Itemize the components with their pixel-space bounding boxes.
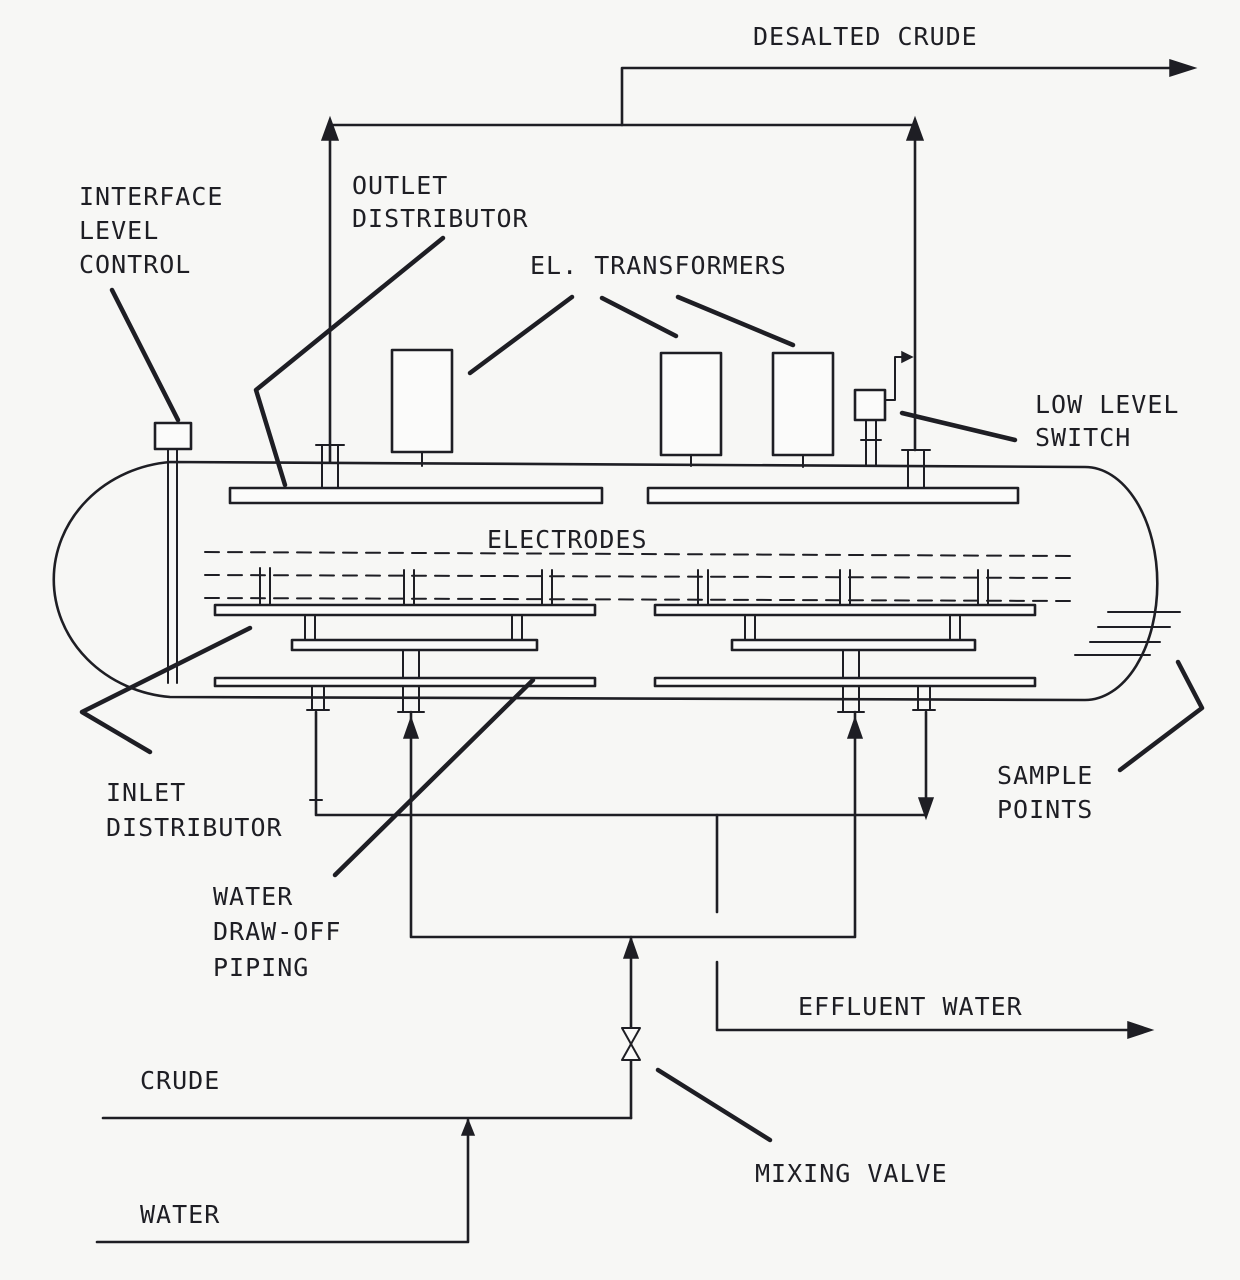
label-low-level-switch-2: SWITCH [1035, 423, 1131, 452]
label-crude: CRUDE [140, 1066, 220, 1095]
label-inlet-distributor-2: DISTRIBUTOR [106, 813, 283, 842]
water-draw-off-piping [309, 710, 1155, 1040]
inlet-distributor-right [653, 569, 1037, 713]
interface-level-control [153, 421, 193, 684]
outlet-distributor [228, 444, 1020, 505]
inlet-feed-piping [95, 710, 864, 1244]
desalted-crude-outlet-piping [320, 58, 1198, 464]
label-sample-points-2: POINTS [997, 795, 1093, 824]
low-level-switch [853, 350, 914, 467]
sample-points-symbol [1074, 611, 1181, 656]
label-interface-level-control-3: CONTROL [79, 250, 191, 279]
electrical-transformers [390, 348, 835, 468]
labels: DESALTED CRUDE INTERFACE LEVEL CONTROL O… [79, 22, 1179, 1229]
label-water-draw-off-1: WATER [213, 882, 293, 911]
transformer-3 [771, 351, 835, 457]
transformer-1 [390, 348, 454, 454]
inlet-distributor-left [213, 567, 597, 713]
label-interface-level-control-1: INTERFACE [79, 182, 223, 211]
label-mixing-valve: MIXING VALVE [755, 1159, 948, 1188]
label-water: WATER [140, 1200, 220, 1229]
mixing-valve-symbol [621, 1027, 641, 1061]
label-el-transformers: EL. TRANSFORMERS [530, 251, 787, 280]
label-electrodes: ELECTRODES [487, 525, 648, 554]
electrodes [204, 551, 1071, 602]
label-desalted-crude: DESALTED CRUDE [753, 22, 978, 51]
label-effluent-water: EFFLUENT WATER [798, 992, 1023, 1021]
label-low-level-switch-1: LOW LEVEL [1035, 390, 1179, 419]
label-sample-points-1: SAMPLE [997, 761, 1093, 790]
label-outlet-distributor-1: OUTLET [352, 171, 448, 200]
desalter-vessel [52, 460, 1159, 702]
leader-lines [79, 235, 1205, 1143]
label-outlet-distributor-2: DISTRIBUTOR [352, 204, 529, 233]
transformer-2 [659, 351, 723, 457]
label-water-draw-off-3: PIPING [213, 953, 309, 982]
label-inlet-distributor-1: INLET [106, 778, 186, 807]
label-interface-level-control-2: LEVEL [79, 216, 159, 245]
label-water-draw-off-2: DRAW-OFF [213, 917, 341, 946]
